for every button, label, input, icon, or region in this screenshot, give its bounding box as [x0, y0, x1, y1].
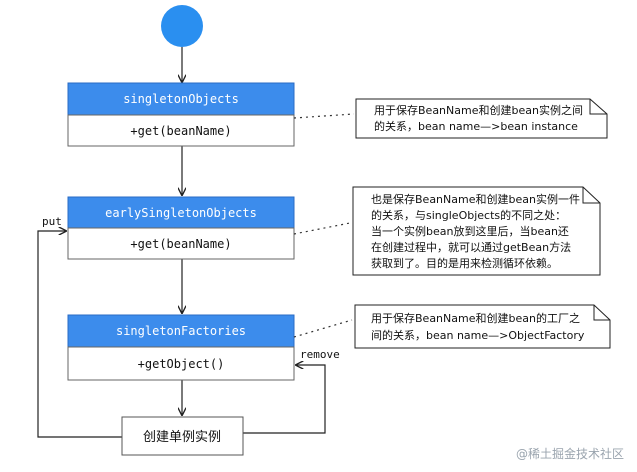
node-singleton-factories: singletonFactories +getObject() — [67, 314, 295, 381]
node-title: earlySingletonObjects — [105, 206, 257, 220]
note-text-line: 用于保存BeanName和创建bean的工厂之 — [371, 311, 580, 325]
note-text-line: 在创建过程中，就可以通过getBean方法 — [371, 240, 571, 254]
note-3: 用于保存BeanName和创建bean的工厂之 间的关系，bean name—>… — [354, 304, 611, 349]
note-1: 用于保存BeanName和创建bean实例之间 的关系，bean name—>b… — [355, 98, 608, 139]
note-fold — [593, 305, 610, 321]
node-method: +get(beanName) — [130, 237, 231, 251]
note-text-line: 间的关系，bean name—>ObjectFactory — [371, 328, 585, 342]
edge-label-put: put — [42, 215, 62, 228]
note-text-line: 的关系，bean name—>bean instance — [374, 119, 578, 133]
note3-connector — [293, 319, 353, 338]
watermark: @稀土掘金技术社区 — [516, 446, 624, 461]
node-title: singletonFactories — [116, 324, 246, 338]
note-text-line: 的关系，与singleObjects的不同之处： — [371, 208, 566, 222]
node-method: +get(beanName) — [130, 124, 231, 138]
note-box — [352, 186, 601, 276]
node-early-singleton-objects: earlySingletonObjects +get(beanName) — [67, 196, 295, 260]
note-2: 也是保存BeanName和创建bean实例一件 的关系，与singleObjec… — [352, 186, 601, 276]
note-text-line: 也是保存BeanName和创建bean实例一件 — [371, 192, 580, 206]
edge-label-remove: remove — [300, 348, 340, 361]
node-title: singletonObjects — [123, 92, 239, 106]
note-text-line: 用于保存BeanName和创建bean实例之间 — [374, 103, 583, 117]
note-box — [355, 98, 608, 139]
note-fold — [589, 99, 607, 115]
node-body — [67, 114, 295, 147]
node-method: +getObject() — [138, 357, 225, 371]
start-node — [161, 5, 203, 47]
note1-connector — [293, 113, 355, 119]
edge-remove — [243, 365, 326, 434]
node-create-instance: 创建单例实例 — [121, 416, 244, 456]
note-fold — [582, 187, 600, 204]
node-label: 创建单例实例 — [143, 430, 221, 445]
note-text-line: 获取到了。目的是用来检测循环依赖。 — [371, 256, 558, 270]
node-header — [67, 196, 295, 229]
node-singleton-objects: singletonObjects +get(beanName) — [67, 82, 295, 147]
node-body — [67, 346, 295, 381]
edge-put — [37, 231, 122, 438]
note-box — [354, 304, 611, 349]
node-box — [121, 416, 244, 456]
note-text-line: 当一个实例bean放到这里后，当bean还 — [371, 224, 569, 238]
node-body — [67, 227, 295, 260]
node-header — [67, 314, 295, 348]
note2-connector — [293, 222, 351, 235]
